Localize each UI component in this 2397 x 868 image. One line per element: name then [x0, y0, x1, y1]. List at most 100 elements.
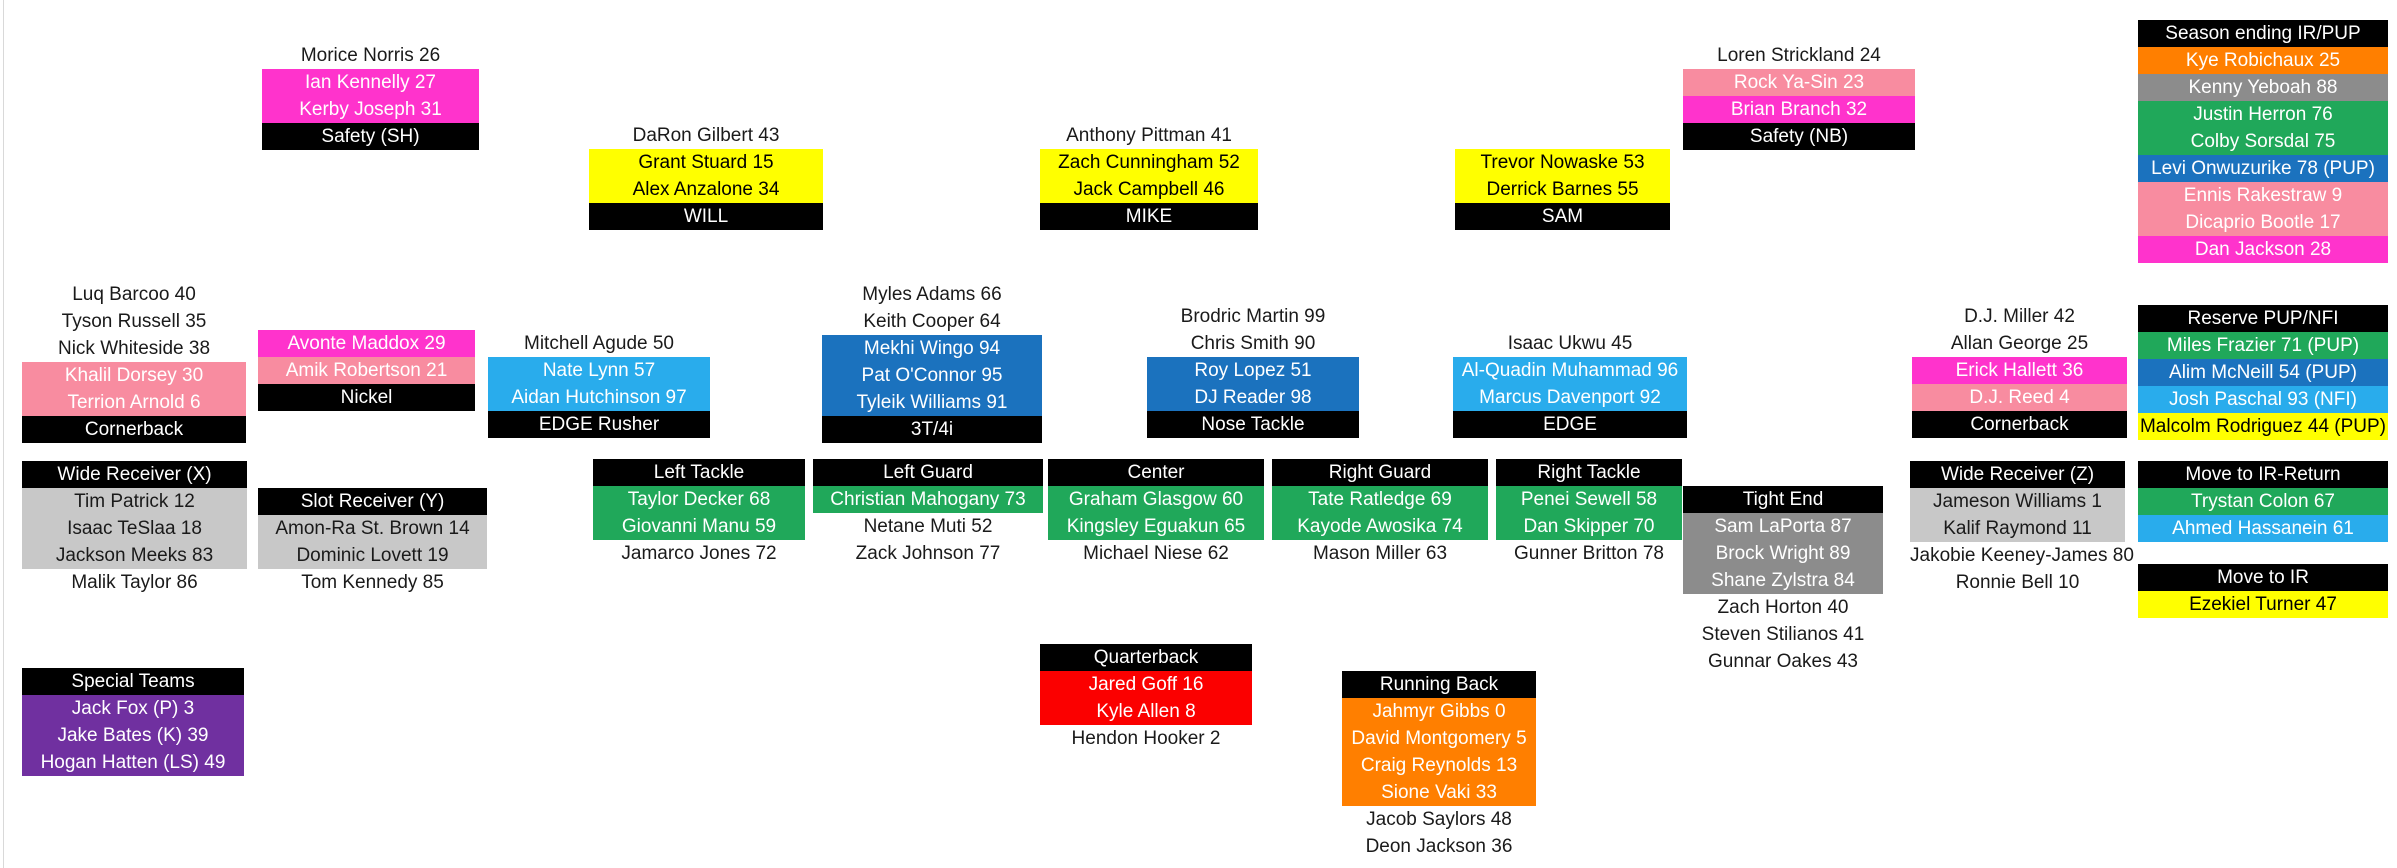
position-label: Slot Receiver (Y) [258, 488, 487, 515]
depth-group-nose-tackle: Brodric Martin 99 Chris Smith 90 Roy Lopez… [1147, 303, 1359, 438]
player-row: Justin Herron 76 [2138, 101, 2388, 128]
player-row: Kyle Allen 8 [1040, 698, 1252, 725]
position-label: Reserve PUP/NFI [2138, 305, 2388, 332]
player-row: Ian Kennelly 27 [262, 69, 479, 96]
player-row: Tyson Russell 35 [61, 311, 207, 332]
player-row: Hendon Hooker 2 [1071, 728, 1221, 749]
player-row: Chris Smith 90 [1190, 333, 1316, 354]
player-row: Michael Niese 62 [1083, 543, 1229, 564]
position-label: Nose Tackle [1147, 411, 1359, 438]
player-row: Nick Whiteside 38 [57, 338, 211, 359]
player-row: Terrion Arnold 6 [22, 389, 246, 416]
player-row: Sam LaPorta 87 [1683, 513, 1883, 540]
position-label: Wide Receiver (Z) [1910, 461, 2125, 488]
player-row: Jackson Meeks 83 [22, 542, 247, 569]
player-row: Taylor Decker 68 [593, 486, 805, 513]
player-row: Gunner Britton 78 [1514, 543, 1664, 564]
player-row: Mitchell Agude 50 [524, 333, 674, 354]
player-row: Keith Cooper 64 [863, 311, 1001, 332]
position-label: Cornerback [1912, 411, 2127, 438]
player-row: Kayode Awosika 74 [1272, 513, 1488, 540]
player-row: Brodric Martin 99 [1180, 306, 1326, 327]
position-label: Safety (SH) [262, 123, 479, 150]
player-row: Roy Lopez 51 [1147, 357, 1359, 384]
position-label: Cornerback [22, 416, 246, 443]
position-label: Wide Receiver (X) [22, 461, 247, 488]
player-row: Trystan Colon 67 [2138, 488, 2388, 515]
sheet-gridline [3, 0, 4, 868]
player-row: Loren Strickland 24 [1717, 45, 1881, 66]
player-row: Alim McNeill 54 (PUP) [2138, 359, 2388, 386]
player-row: David Montgomery 5 [1342, 725, 1536, 752]
player-row: Alex Anzalone 34 [589, 176, 823, 203]
position-label: Tight End [1683, 486, 1883, 513]
player-row: Grant Stuard 15 [589, 149, 823, 176]
position-label: Right Tackle [1496, 459, 1682, 486]
player-row: Kerby Joseph 31 [262, 96, 479, 123]
player-row: Nate Lynn 57 [488, 357, 710, 384]
player-row: Pat O'Connor 95 [822, 362, 1042, 389]
player-row: Khalil Dorsey 30 [22, 362, 246, 389]
player-row: Dan Jackson 28 [2138, 236, 2388, 263]
player-row: Tom Kennedy 85 [301, 572, 444, 593]
position-label: 3T/4i [822, 416, 1042, 443]
player-row: Kalif Raymond 11 [1910, 515, 2125, 542]
player-row: Erick Hallett 36 [1912, 357, 2127, 384]
player-row: Luq Barcoo 40 [72, 284, 196, 305]
position-label: Safety (NB) [1683, 123, 1915, 150]
player-row: Tim Patrick 12 [22, 488, 247, 515]
player-row: Tyleik Williams 91 [822, 389, 1042, 416]
player-row: Josh Paschal 93 (NFI) [2138, 386, 2388, 413]
player-row: Jahmyr Gibbs 0 [1342, 698, 1536, 725]
player-row: Kye Robichaux 25 [2138, 47, 2388, 74]
player-row: Brock Wright 89 [1683, 540, 1883, 567]
player-row: Christian Mahogany 73 [813, 486, 1043, 513]
player-row: Jack Fox (P) 3 [22, 695, 244, 722]
player-row: Jacob Saylors 48 [1366, 809, 1512, 830]
depth-group-cornerback-left: Luq Barcoo 40 Tyson Russell 35 Nick Whites… [22, 281, 246, 443]
player-row: Aidan Hutchinson 97 [488, 384, 710, 411]
player-row: DJ Reader 98 [1147, 384, 1359, 411]
position-label: Right Guard [1272, 459, 1488, 486]
player-row: Tate Ratledge 69 [1272, 486, 1488, 513]
player-row: Penei Sewell 58 [1496, 486, 1682, 513]
player-row: Jakobie Keeney-James 80 [1910, 545, 2134, 566]
player-row: Jake Bates (K) 39 [22, 722, 244, 749]
player-row: Jared Goff 16 [1040, 671, 1252, 698]
player-row: Dominic Lovett 19 [258, 542, 487, 569]
position-label: Quarterback [1040, 644, 1252, 671]
player-row: Jack Campbell 46 [1040, 176, 1258, 203]
position-label: Left Tackle [593, 459, 805, 486]
player-row: Steven Stilianos 41 [1701, 624, 1865, 645]
player-row: Jamarco Jones 72 [621, 543, 777, 564]
player-row: Amon-Ra St. Brown 14 [258, 515, 487, 542]
player-row: Levi Onwuzurike 78 (PUP) [2138, 155, 2388, 182]
player-row: Miles Frazier 71 (PUP) [2138, 332, 2388, 359]
position-label: EDGE [1453, 411, 1687, 438]
position-label: Running Back [1342, 671, 1536, 698]
position-label: Nickel [258, 384, 475, 411]
position-label: EDGE Rusher [488, 411, 710, 438]
player-row: Zach Cunningham 52 [1040, 149, 1258, 176]
player-row: Derrick Barnes 55 [1455, 176, 1670, 203]
position-label: Season ending IR/PUP [2138, 20, 2388, 47]
position-label: Left Guard [813, 459, 1043, 486]
player-row: Jameson Williams 1 [1910, 488, 2125, 515]
